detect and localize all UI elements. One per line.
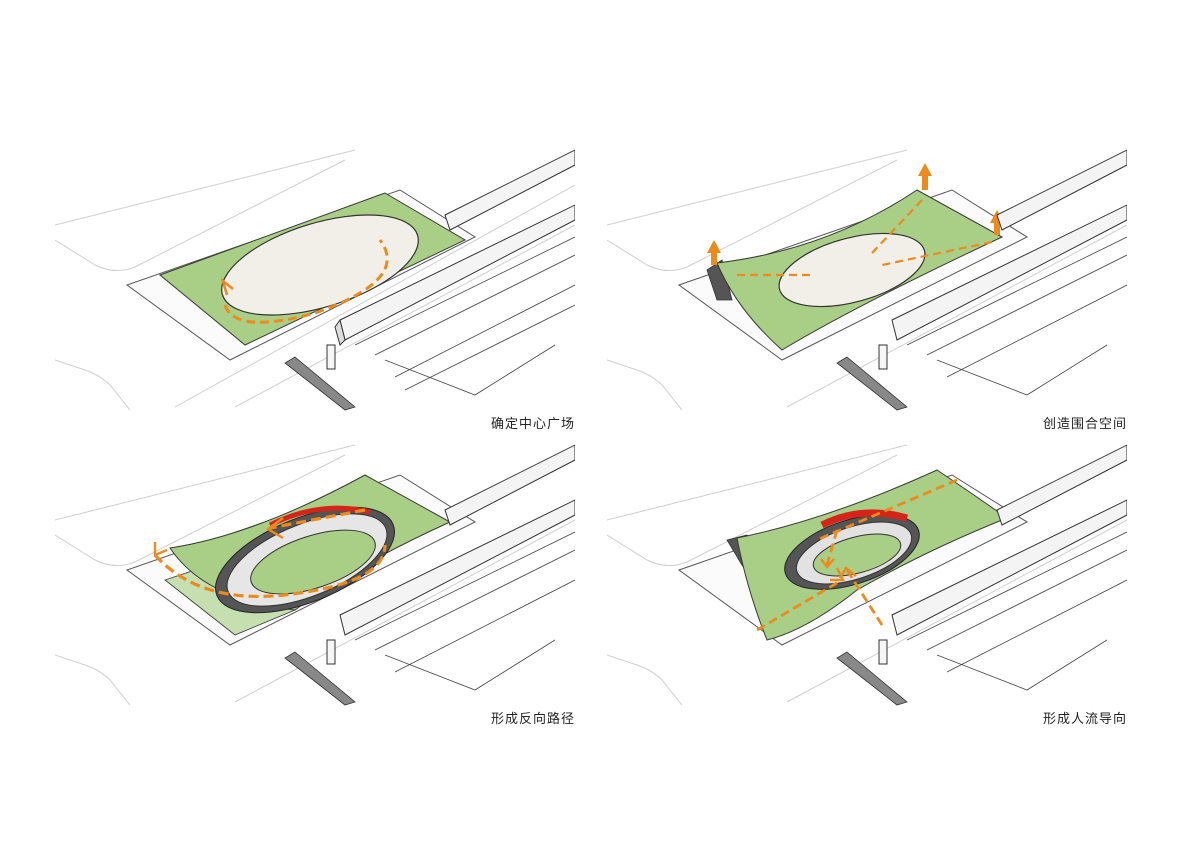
diagram-panel-pedestrian-flow: 形成人流导向 bbox=[607, 440, 1127, 730]
tower-element bbox=[836, 344, 908, 411]
station-detail-lines bbox=[906, 531, 1127, 691]
spatial-flow-arrows bbox=[737, 199, 993, 277]
panel-caption: 确定中心广场 bbox=[490, 417, 575, 432]
diagram-panel-enclosed-space: 创造围合空间 bbox=[607, 145, 1127, 435]
central-plaza bbox=[778, 232, 926, 308]
reverse-path-arrowheads bbox=[153, 517, 284, 557]
station-detail-lines bbox=[354, 236, 575, 396]
diagram-panel-central-plaza: 确定中心广场 bbox=[55, 145, 575, 435]
panel-caption: 形成人流导向 bbox=[1042, 712, 1127, 727]
red-roof-highlight bbox=[820, 509, 908, 529]
station-detail-lines bbox=[354, 531, 575, 691]
reverse-path-arrow bbox=[153, 508, 387, 599]
context-street-lines bbox=[55, 444, 575, 706]
context-street-lines bbox=[607, 149, 1127, 411]
station-building-block bbox=[339, 444, 575, 636]
axonometric-site-drawing bbox=[607, 149, 1127, 411]
panel-caption: 形成反向路径 bbox=[490, 712, 575, 727]
station-detail-lines bbox=[906, 236, 1127, 396]
tower-element bbox=[836, 639, 908, 706]
tower-element bbox=[284, 344, 356, 411]
axonometric-site-drawing bbox=[55, 149, 575, 411]
context-street-lines bbox=[607, 444, 1127, 706]
station-building-block bbox=[334, 149, 575, 346]
lift-up-arrows bbox=[707, 163, 1004, 265]
spiral-ramp bbox=[215, 506, 395, 614]
pedestrian-flow-arrowheads bbox=[820, 558, 857, 582]
context-street-lines bbox=[55, 149, 575, 411]
plaza-perimeter-path-arrow bbox=[220, 239, 389, 324]
axonometric-site-drawing bbox=[55, 444, 575, 706]
axonometric-site-drawing bbox=[607, 444, 1127, 706]
pedestrian-flow-arrows bbox=[756, 478, 958, 632]
panel-caption: 创造围合空间 bbox=[1042, 417, 1127, 432]
tower-element bbox=[284, 639, 356, 706]
diagram-panel-reverse-path: 形成反向路径 bbox=[55, 440, 575, 730]
station-building-block bbox=[891, 149, 1127, 341]
station-building-block bbox=[891, 444, 1127, 636]
